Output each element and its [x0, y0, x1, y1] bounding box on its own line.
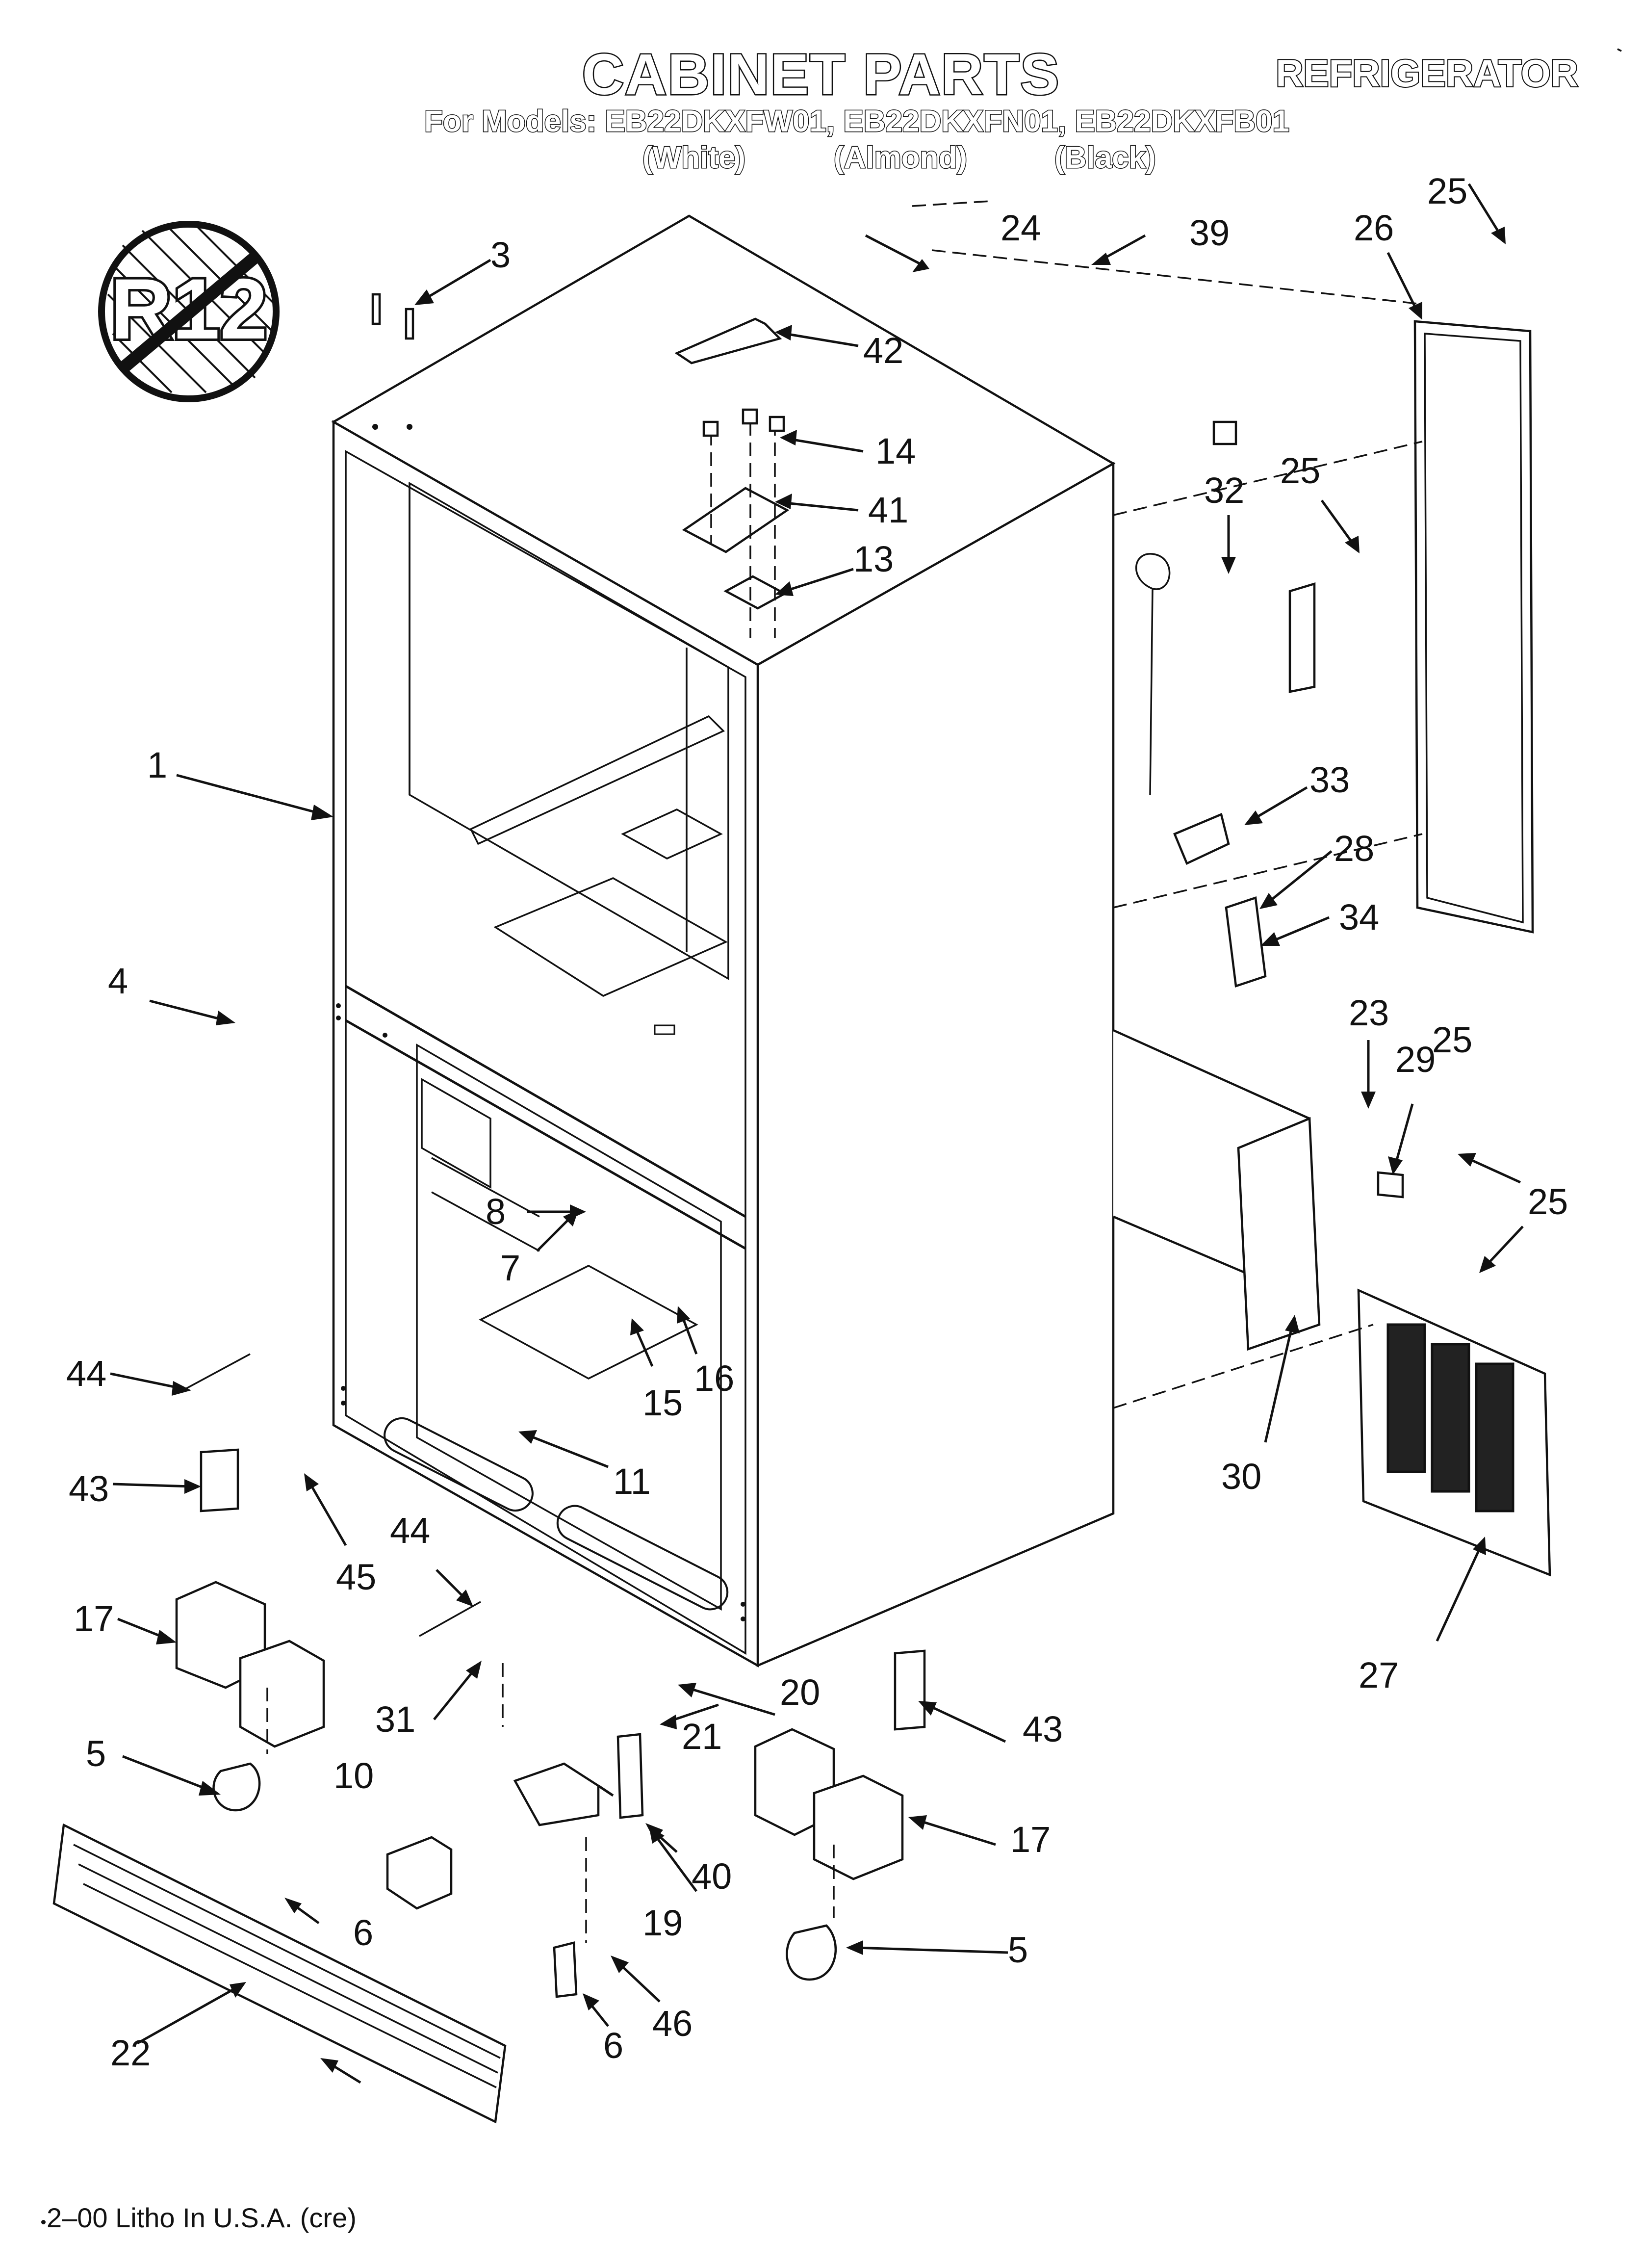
callout-44a: 44 — [66, 1353, 106, 1394]
callout-3: 3 — [490, 235, 511, 275]
callout-25d: 25 — [1432, 1019, 1472, 1060]
callout-28: 28 — [1334, 828, 1374, 869]
callout-4: 4 — [108, 961, 128, 1001]
callout-42: 42 — [863, 330, 903, 371]
callout-5b: 5 — [1008, 1929, 1028, 1970]
callout-14: 14 — [875, 431, 916, 471]
model-list: For Models: EB22DKXFW01, EB22DKXFN01, EB… — [423, 104, 1290, 139]
callout-44b: 44 — [390, 1510, 430, 1551]
callout-32: 32 — [1204, 470, 1244, 511]
callout-45: 45 — [336, 1557, 376, 1597]
page-title: CABINET PARTS — [581, 41, 1060, 108]
callout-34: 34 — [1339, 897, 1379, 938]
bottom-hardware — [52, 1353, 926, 2124]
callout-6a: 6 — [353, 1912, 373, 1953]
callout-30: 30 — [1221, 1456, 1261, 1497]
callout-1: 1 — [147, 745, 167, 785]
callout-25a: 25 — [1427, 171, 1467, 211]
callout-29: 29 — [1395, 1039, 1436, 1080]
callout-31: 31 — [375, 1699, 415, 1740]
callout-43a: 43 — [69, 1468, 109, 1509]
callout-15: 15 — [642, 1382, 683, 1423]
callout-17a: 17 — [74, 1598, 114, 1639]
callout-22: 22 — [110, 2033, 151, 2073]
callout-39: 39 — [1189, 212, 1230, 253]
callout-19: 19 — [642, 1903, 683, 1943]
side-trim-and-controls — [912, 200, 1551, 1577]
callout-8: 8 — [486, 1191, 506, 1232]
color-almond-label: (Almond) — [833, 140, 968, 176]
callout-27: 27 — [1359, 1655, 1399, 1695]
callout-40: 40 — [692, 1856, 732, 1897]
cabinet-shell — [331, 214, 1116, 1668]
callout-7: 7 — [500, 1248, 520, 1288]
callout-5a: 5 — [86, 1733, 106, 1774]
callout-26: 26 — [1354, 208, 1394, 248]
product-label: REFRIGERATOR — [1275, 51, 1579, 96]
top-hinge-assembly — [371, 293, 790, 638]
color-white-label: (White) — [641, 140, 746, 176]
no-r12-refrigerant-icon: R12 — [98, 221, 280, 402]
callout-10: 10 — [334, 1755, 374, 1796]
callout-21: 21 — [682, 1716, 722, 1757]
callout-46: 46 — [652, 2003, 693, 2044]
callout-13: 13 — [853, 539, 894, 579]
callout-6b: 6 — [603, 2025, 623, 2066]
footer-bullet — [41, 2220, 46, 2224]
callout-labels: 1 3 4 5 5 6 6 7 8 10 11 13 14 15 16 17 1… — [66, 171, 1568, 2073]
callout-25c: 25 — [1528, 1181, 1568, 1222]
leader-arrows — [110, 183, 1524, 2084]
callout-33: 33 — [1309, 759, 1350, 800]
color-black-label: (Black) — [1054, 140, 1157, 176]
litho-footer: 2–00 Litho In U.S.A. (cre) — [47, 2202, 357, 2233]
callout-17b: 17 — [1010, 1819, 1051, 1860]
callout-24: 24 — [1001, 208, 1041, 248]
callout-11: 11 — [613, 1461, 651, 1502]
callout-25b: 25 — [1280, 450, 1320, 491]
callout-43b: 43 — [1023, 1709, 1063, 1749]
callout-41: 41 — [868, 490, 908, 530]
callout-16: 16 — [694, 1358, 734, 1399]
callout-23: 23 — [1349, 992, 1389, 1033]
callout-20: 20 — [780, 1672, 820, 1713]
